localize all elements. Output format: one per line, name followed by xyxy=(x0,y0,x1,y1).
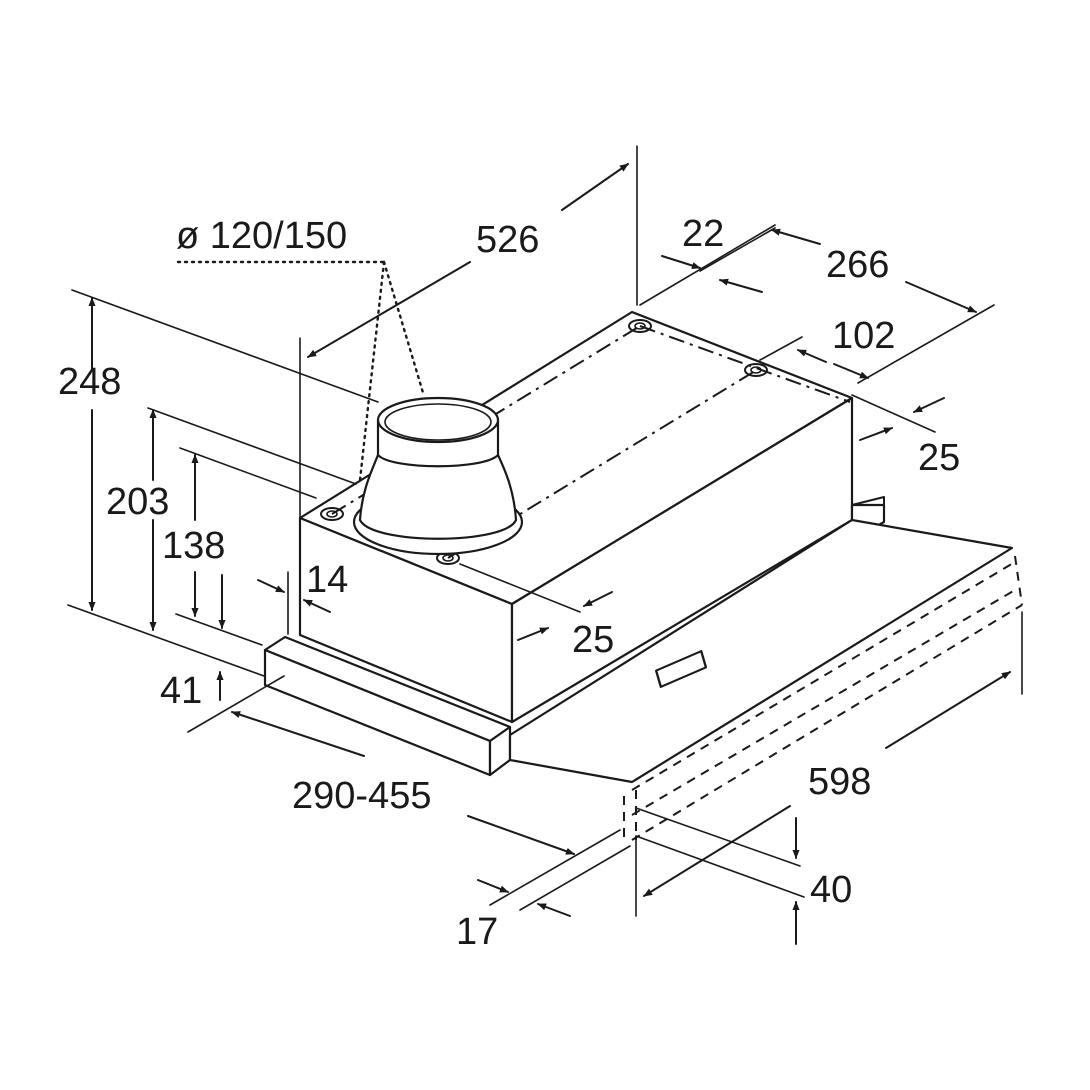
arrow-22-b xyxy=(719,278,763,293)
mounting-hole-icon xyxy=(320,507,344,521)
arrow-14-left xyxy=(257,579,285,593)
label-248: 248 xyxy=(58,361,121,403)
label-duct-diameter: ø 120/150 xyxy=(176,215,347,257)
front-panel xyxy=(263,635,512,777)
mounting-hole-inner xyxy=(634,322,646,330)
duct-opening-inner xyxy=(384,403,492,441)
arrow-266-left xyxy=(771,228,821,245)
label-203: 203 xyxy=(106,481,169,523)
label-41: 41 xyxy=(160,670,202,712)
dashed-line xyxy=(631,604,1023,841)
arrow-25-right-b xyxy=(859,427,893,441)
ext-line-138-top xyxy=(179,447,317,499)
dashed-line xyxy=(631,561,1016,791)
ext-line-102 xyxy=(759,336,803,361)
control-switch xyxy=(654,650,708,688)
label-102: 102 xyxy=(832,315,895,357)
dimension-labels: ø 120/150 526 22 266 102 25 248 203 138 … xyxy=(58,213,960,953)
ext-line-25-right xyxy=(851,394,936,433)
ext-line-40-bottom xyxy=(635,835,805,898)
label-290-455: 290-455 xyxy=(292,775,431,817)
arrow-598-left xyxy=(643,805,791,897)
label-17: 17 xyxy=(456,911,498,953)
arrow-25-front-a xyxy=(583,591,613,607)
arrow-526-left xyxy=(307,261,471,358)
mounting-hole-inner xyxy=(326,510,338,518)
label-22: 22 xyxy=(682,213,724,255)
mounting-hole-icon xyxy=(628,319,652,333)
ext-line-248-bottom xyxy=(67,604,265,677)
dashed-line xyxy=(631,589,1016,816)
arrow-598-right xyxy=(885,671,1011,749)
arrow-22-a xyxy=(661,255,701,269)
duct-diameter-leader xyxy=(176,260,426,482)
arrow-102-left xyxy=(797,349,827,363)
label-266: 266 xyxy=(826,244,889,286)
label-depth-526: 526 xyxy=(476,219,539,261)
label-138: 138 xyxy=(162,525,225,567)
slide-rail-edge xyxy=(851,496,885,523)
arrow-25-right-a xyxy=(913,397,945,413)
label-25-front: 25 xyxy=(572,619,614,661)
arrow-17-right xyxy=(537,903,571,917)
ext-line-138-bottom xyxy=(175,613,263,646)
ext-line-41 xyxy=(187,675,285,733)
ext-line-17a xyxy=(489,829,621,906)
ext-line-17b xyxy=(519,845,631,911)
arrow-25-front-b xyxy=(517,627,549,641)
label-14: 14 xyxy=(306,559,348,601)
arrow-526-right xyxy=(561,163,629,211)
ext-line-25-front xyxy=(459,563,581,613)
extension-slide xyxy=(508,496,1014,784)
ext-line-266-right xyxy=(857,304,995,384)
arrow-266-right xyxy=(905,281,977,313)
slide-plate xyxy=(508,518,1014,784)
arrow-290-455-right xyxy=(467,815,575,855)
arrow-290-455-left xyxy=(231,711,365,757)
ext-line-22-266 xyxy=(639,224,776,306)
mounting-axis-back xyxy=(639,325,851,403)
mounting-hole-inner xyxy=(750,366,762,374)
leader-to-inner xyxy=(382,260,426,398)
label-40: 40 xyxy=(810,869,852,911)
duct-cone xyxy=(358,453,518,540)
arrow-14-right xyxy=(303,599,331,613)
mounting-hole-inner xyxy=(442,554,454,562)
dashed-line xyxy=(1014,555,1023,606)
label-598: 598 xyxy=(808,761,871,803)
arrow-17-left xyxy=(477,879,509,893)
ext-line-203-top xyxy=(147,407,357,485)
duct-connector xyxy=(352,396,524,556)
ext-line-248-top xyxy=(71,289,379,403)
mounting-hole-icon xyxy=(744,363,768,377)
duct-opening xyxy=(376,396,500,444)
extended-front-dashed xyxy=(623,555,1023,841)
ext-line-22 xyxy=(699,227,776,272)
extension-lines xyxy=(67,145,1023,917)
dimension-arrows xyxy=(88,163,1011,945)
label-25-right: 25 xyxy=(918,437,960,479)
ext-line-40-top xyxy=(635,807,801,867)
leader-to-outer xyxy=(358,260,386,482)
arrow-102-right xyxy=(833,363,869,379)
